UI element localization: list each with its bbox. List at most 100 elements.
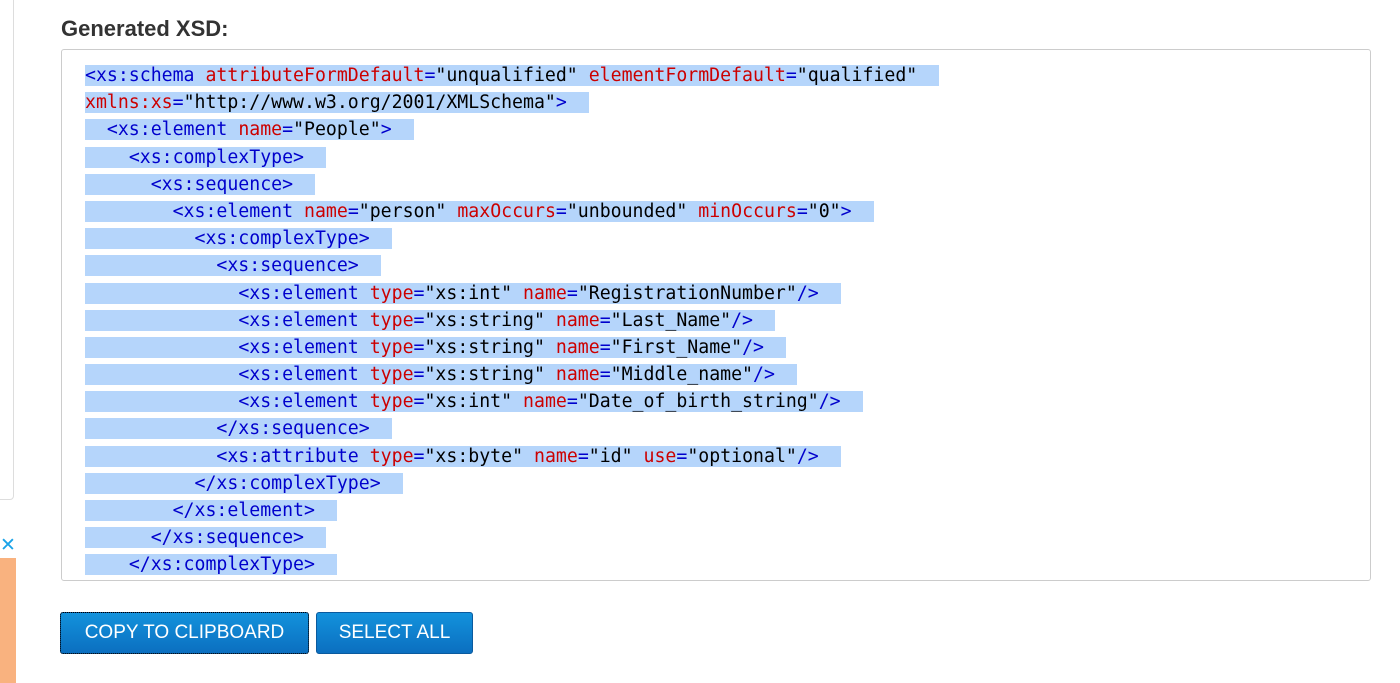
code-line: </xs:element> — [85, 497, 939, 524]
code-line: <xs:element name="People"> — [85, 116, 939, 143]
xml-value-token: "First_Name" — [610, 336, 743, 358]
xml-tag-token — [633, 446, 644, 467]
xml-attribute-token: name — [555, 309, 600, 331]
xml-value-token: "http://www.w3.org/2001/XMLSchema" — [183, 92, 556, 114]
xml-value-token: "Date_of_birth_string" — [577, 391, 819, 413]
xml-tag-token: > — [840, 200, 852, 222]
xml-tag-token — [446, 201, 457, 222]
xml-tag-token: </xs:complexType> — [194, 472, 381, 494]
xml-tag-token: </xs:complexType> — [128, 554, 315, 576]
xml-tag-token: <xs:attribute — [216, 445, 370, 467]
xml-tag-token: = — [676, 445, 688, 467]
select-all-button[interactable]: SELECT ALL — [316, 612, 473, 654]
xml-attribute-token: name — [304, 200, 348, 222]
code-line: <xs:element name="person" maxOccurs="unb… — [85, 198, 939, 225]
xml-tag-token: = — [566, 282, 578, 304]
xml-attribute-token: minOccurs — [698, 200, 797, 222]
xml-tag-token: /> — [742, 336, 764, 358]
code-line: <xs:element type="xs:string" name="First… — [85, 334, 939, 361]
xml-attribute-token: xmlns:xs — [85, 92, 173, 114]
xml-value-token: "person" — [358, 200, 447, 222]
code-line: <xs:sequence> — [85, 171, 939, 198]
code-line-selection: <xs:element name="People"> — [85, 119, 414, 141]
code-line-selection: <xs:sequence> — [85, 173, 316, 195]
xml-value-token: "xs:string" — [424, 336, 545, 358]
xml-attribute-token: elementFormDefault — [588, 65, 786, 86]
code-line: </xs:sequence> — [85, 524, 939, 551]
xml-tag-token: = — [785, 65, 797, 86]
ad-banner[interactable] — [0, 558, 16, 683]
xml-value-token: "id" — [588, 445, 633, 467]
xml-tag-token — [578, 65, 589, 86]
code-line: <xs:schema attributeFormDefault="unquali… — [85, 62, 940, 89]
code-line: <xs:attribute type="xs:byte" name="id" u… — [85, 443, 939, 470]
xml-tag-token: <xs:schema — [85, 65, 206, 86]
xml-tag-token: /> — [731, 309, 754, 331]
code-line-selection: </xs:sequence> — [85, 527, 327, 549]
xml-value-token: "xs:string" — [424, 309, 545, 331]
copy-to-clipboard-button[interactable]: COPY TO CLIPBOARD — [60, 612, 309, 654]
code-line-selection: <xs:schema attributeFormDefault="unquali… — [85, 65, 940, 86]
xml-tag-token: > — [380, 119, 392, 141]
xml-tag-token: <xs:complexType> — [194, 228, 370, 250]
xml-value-token: "optional" — [687, 445, 797, 467]
xml-tag-token: <xs:sequence> — [216, 255, 359, 277]
xml-tag-token: <xs:element — [106, 119, 239, 141]
xml-value-token: "xs:int" — [424, 282, 513, 304]
xml-tag-token — [545, 337, 556, 358]
xml-attribute-token: name — [523, 391, 567, 413]
xml-attribute-token: attributeFormDefault — [205, 65, 425, 86]
xml-attribute-token: name — [238, 119, 283, 141]
code-line-selection: <xs:complexType> — [85, 146, 327, 168]
xml-attribute-token: name — [555, 364, 600, 386]
xml-tag-token: = — [555, 200, 567, 222]
xml-tag-token: /> — [796, 445, 819, 467]
code-line-selection: <xs:element type="xs:string" name="First… — [85, 336, 786, 358]
xml-tag-token — [545, 310, 556, 331]
xml-attribute-token: name — [555, 336, 600, 358]
xml-tag-token: = — [413, 364, 425, 386]
xml-tag-token: <xs:sequence> — [150, 173, 294, 195]
xml-tag-token — [523, 446, 534, 467]
code-line: </xs:complexType> — [85, 470, 939, 497]
xml-value-token: "unbounded" — [566, 200, 688, 222]
xml-value-token: "Last_Name" — [610, 309, 732, 331]
xml-tag-token: <xs:element — [238, 309, 370, 331]
xml-tag-token: = — [599, 364, 611, 386]
code-line: <xs:element type="xs:string" name="Last_… — [85, 307, 939, 334]
xml-attribute-token: type — [369, 445, 414, 467]
code-line-selection: <xs:element type="xs:int" name="Date_of_… — [85, 391, 863, 413]
xml-attribute-token: type — [369, 364, 414, 386]
xml-tag-token — [545, 364, 556, 385]
xml-tag-token: /> — [753, 364, 775, 386]
code-line: xmlns:xs="http://www.w3.org/2001/XMLSche… — [85, 89, 939, 116]
code-line-selection: <xs:element name="person" maxOccurs="unb… — [85, 200, 874, 222]
xsd-code[interactable]: <xs:schema attributeFormDefault="unquali… — [85, 62, 940, 579]
code-line-selection: </xs:element> — [85, 500, 337, 521]
code-line-selection: <xs:attribute type="xs:byte" name="id" u… — [85, 445, 841, 467]
xml-tag-token — [512, 283, 523, 304]
xml-value-token: "xs:string" — [424, 364, 545, 386]
xml-tag-token: /> — [796, 282, 819, 304]
left-panel-edge — [0, 0, 14, 500]
xml-attribute-token: name — [523, 282, 567, 304]
xml-tag-token: = — [282, 119, 294, 141]
xml-tag-token: = — [413, 391, 425, 413]
code-line-selection: <xs:element type="xs:string" name="Middl… — [85, 364, 797, 386]
xml-attribute-token: name — [534, 445, 578, 467]
xml-tag-token: </xs:sequence> — [216, 418, 370, 440]
code-line: <xs:element type="xs:int" name="Date_of_… — [85, 388, 939, 415]
code-line-selection: xmlns:xs="http://www.w3.org/2001/XMLSche… — [85, 92, 589, 114]
xml-tag-token: <xs:element — [238, 391, 370, 413]
xml-attribute-token: type — [369, 391, 414, 413]
ad-close-icon[interactable]: ✕ — [0, 534, 16, 556]
xml-tag-token: = — [424, 65, 436, 86]
xml-value-token: "People" — [293, 119, 381, 141]
xml-attribute-token: type — [369, 336, 414, 358]
code-line: <xs:element type="xs:int" name="Registra… — [85, 280, 939, 307]
xml-tag-token: = — [599, 309, 611, 331]
xml-tag-token: = — [413, 282, 425, 304]
code-line: <xs:element type="xs:string" name="Middl… — [85, 361, 939, 388]
xsd-output-box[interactable]: <xs:schema attributeFormDefault="unquali… — [61, 49, 1371, 581]
code-line-selection: <xs:element type="xs:int" name="Registra… — [85, 282, 841, 304]
